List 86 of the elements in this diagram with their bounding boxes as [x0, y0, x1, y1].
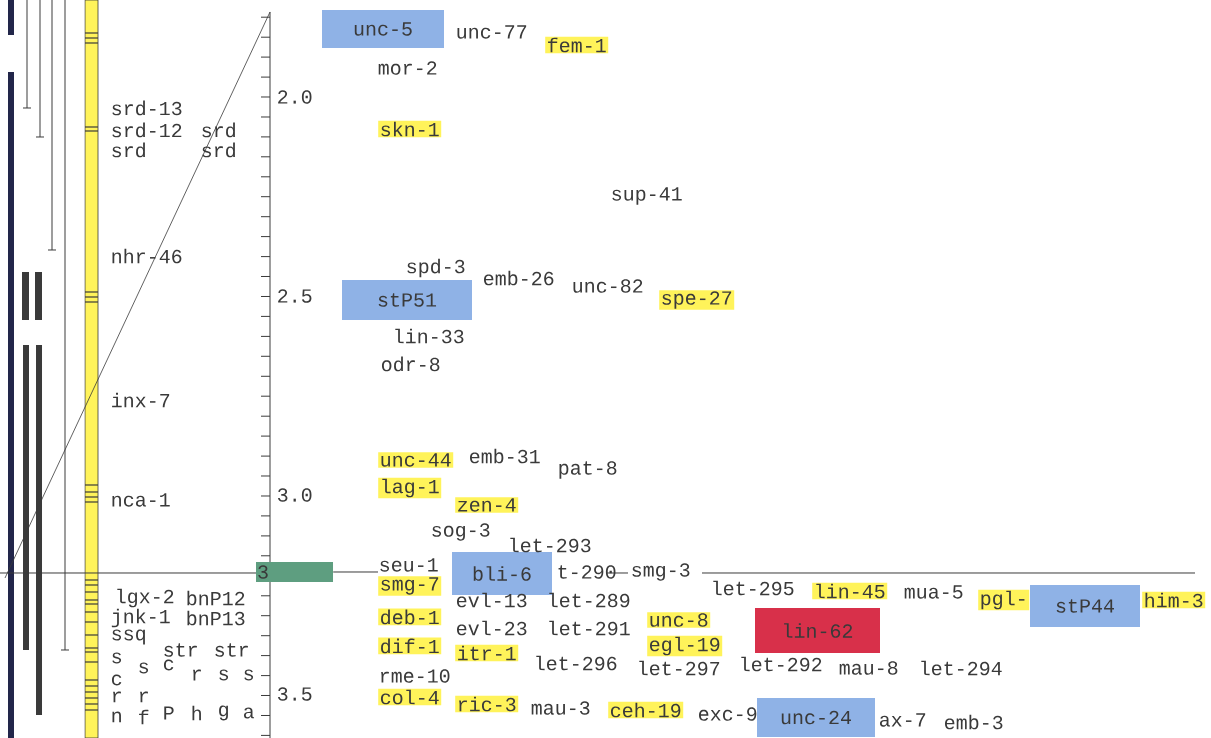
highlighted-gene: ric-3: [455, 695, 519, 713]
gene-label: mua-5: [904, 585, 963, 599]
gene-label: bnP13: [187, 610, 245, 626]
highlighted-gene: ceh-19: [608, 701, 684, 719]
gene-label: srd-13: [112, 100, 182, 116]
scale-label: 3.0: [277, 488, 312, 502]
gene-label: sup-41: [612, 187, 682, 205]
gene-label: emb-31: [470, 448, 540, 464]
gene-label: r: [140, 691, 148, 703]
highlighted-gene: dif-1: [378, 637, 442, 655]
gene-label: let-293: [510, 537, 591, 553]
gene-label: unc-82: [573, 279, 643, 293]
gene-label: c: [164, 659, 174, 671]
highlighted-gene: lag-1: [378, 477, 442, 499]
gene-box: stP51: [342, 280, 472, 320]
gene-label: srd: [112, 142, 145, 158]
gene-label: f: [139, 709, 149, 725]
gene-label: srd: [202, 142, 235, 158]
gene-label: rme-10: [381, 669, 450, 683]
gene-label: let-295: [713, 580, 794, 596]
highlighted-gene: unc-8: [647, 612, 711, 628]
gene-label: jnk-1: [111, 608, 170, 628]
highlighted-gene: itr-1: [455, 644, 519, 662]
gene-label: t-290: [558, 565, 616, 579]
gene-label: n: [112, 711, 121, 723]
highlighted-gene: lin-45: [812, 582, 888, 600]
highlighted-gene: fem-1: [545, 36, 609, 54]
gene-label: ssq: [112, 629, 145, 645]
gene-label: g: [219, 705, 228, 721]
gene-label: let-291: [549, 620, 630, 636]
gene-label: let-297: [639, 660, 720, 676]
highlighted-gene: spe-27: [659, 290, 735, 310]
gene-label: sog-3: [432, 523, 490, 541]
highlighted-gene: skn-1: [378, 120, 442, 138]
gene-label: s: [112, 652, 122, 664]
gene-box: lin-62: [755, 608, 880, 653]
gene-label: let-289: [549, 592, 630, 608]
gene-box: stP44: [1030, 585, 1140, 627]
gene-label: smg-3: [632, 563, 690, 581]
gene-label: let-294: [921, 660, 1002, 676]
gene-label: r: [113, 691, 121, 703]
gene-label: emb-26: [484, 270, 554, 286]
gene-box: unc-24: [757, 698, 875, 737]
gene-label: str: [164, 643, 197, 657]
gene-label: let-296: [536, 655, 617, 671]
gene-label: P: [164, 706, 174, 720]
highlighted-gene: deb-1: [378, 608, 442, 626]
gene-label: bnP12: [187, 590, 245, 606]
gene-label: a: [243, 707, 255, 719]
gene-box: unc-5: [322, 10, 444, 48]
gene-label: emb-3: [945, 714, 1003, 730]
gene-label: h: [192, 705, 201, 721]
gene-label: s: [139, 662, 149, 674]
gene-label: mau-8: [839, 661, 898, 675]
gene-label: pat-8: [559, 461, 617, 479]
gene-label: srd: [202, 122, 235, 138]
gene-label: evl-23: [457, 620, 527, 636]
gene-label: nhr-46: [112, 248, 182, 264]
gene-label: s: [244, 669, 254, 681]
highlighted-gene: unc-44: [378, 452, 454, 468]
gene-label: lgx-2: [117, 588, 174, 608]
highlighted-gene: smg-7: [378, 576, 442, 596]
scale-label: 2.5: [278, 289, 312, 303]
highlighted-gene: egl-19: [647, 635, 723, 657]
scale-label: 2.0: [278, 90, 312, 104]
highlighted-gene: him-3: [1142, 591, 1206, 609]
gene-label: odr-8: [382, 356, 440, 372]
gene-label: c: [112, 674, 122, 686]
gene-label: unc-77: [457, 25, 527, 39]
gene-label: let-292: [741, 656, 822, 672]
highlighted-gene: zen-4: [455, 497, 519, 513]
gene-label: mau-3: [531, 701, 590, 715]
gene-label: mor-2: [378, 61, 437, 75]
gene-label: srd-12: [112, 122, 182, 138]
gene-label: evl-13: [457, 592, 527, 608]
highlighted-gene: pgl-: [978, 589, 1030, 611]
gene-label: str: [215, 643, 248, 657]
gene-label: r: [193, 669, 201, 681]
highlighted-gene: col-4: [378, 688, 442, 706]
position-line: [332, 571, 379, 573]
gene-label: inx-7: [112, 392, 170, 408]
gene-label: exc-9: [699, 707, 757, 721]
gene-label: seu-1: [380, 558, 438, 572]
scale-label: 3.5: [277, 687, 312, 701]
gene-label: s: [219, 669, 229, 681]
gene-label: nca-1: [112, 493, 170, 507]
